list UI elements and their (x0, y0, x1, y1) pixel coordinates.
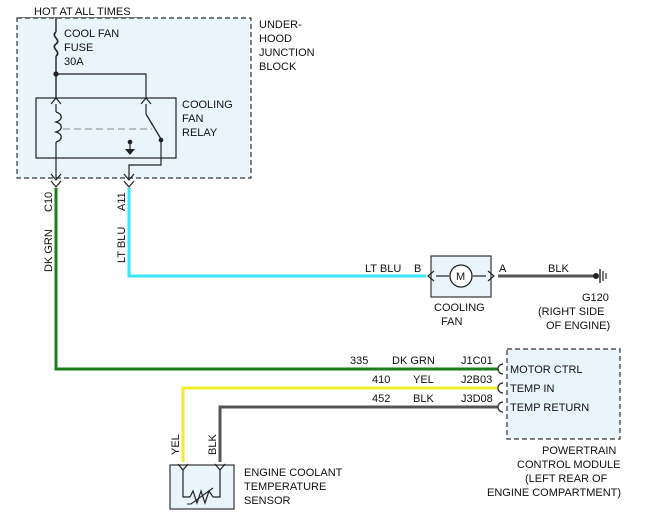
svg-text:CONTROL MODULE: CONTROL MODULE (517, 459, 621, 471)
sensor-label: ENGINE COOLANT TEMPERATURE SENSOR (244, 467, 343, 507)
blk-vertical-label: BLK (207, 434, 219, 455)
pcm-box (506, 348, 621, 440)
fan-pin-a: A (499, 263, 507, 275)
lt-blu-label: LT BLU (365, 263, 401, 275)
relay-label: COOLING FAN RELAY (182, 99, 233, 139)
svg-text:HOOD: HOOD (259, 33, 292, 45)
svg-text:(RIGHT SIDE: (RIGHT SIDE (538, 306, 604, 318)
relay-switch-out-line (128, 158, 162, 178)
svg-text:DK GRN: DK GRN (392, 355, 435, 367)
lt-blu-vertical-label: LT BLU (116, 227, 128, 263)
svg-text:POWERTRAIN: POWERTRAIN (542, 445, 616, 457)
svg-text:COOLING: COOLING (434, 302, 485, 314)
relay-switch-icon (125, 104, 164, 158)
svg-text:UNDER-: UNDER- (259, 19, 302, 31)
fan-pin-b: B (414, 263, 421, 275)
svg-text:RELAY: RELAY (182, 127, 218, 139)
svg-text:J2B03: J2B03 (461, 374, 492, 386)
svg-text:30A: 30A (64, 56, 84, 68)
dk-grn-wire (54, 188, 498, 371)
junction-block-label: UNDER- HOOD JUNCTION BLOCK (259, 19, 315, 73)
ground-icon (593, 269, 607, 283)
svg-text:COOLING: COOLING (182, 99, 233, 111)
svg-text:ENGINE COMPARTMENT): ENGINE COMPARTMENT) (487, 487, 621, 499)
svg-text:SENSOR: SENSOR (244, 495, 291, 507)
svg-text:TEMP RETURN: TEMP RETURN (510, 402, 589, 414)
fuse-to-relay-line (56, 73, 147, 99)
power-label: HOT AT ALL TIMES (34, 6, 131, 18)
svg-text:FAN: FAN (441, 316, 462, 328)
svg-text:TEMP IN: TEMP IN (510, 383, 554, 395)
lt-blu-wire (127, 188, 426, 278)
c10-connector-icon (50, 173, 62, 188)
dk-grn-label: DK GRN (43, 229, 55, 272)
circuit-452-labels: 452 BLK J3D08 (372, 393, 493, 405)
svg-text:FAN: FAN (182, 113, 203, 125)
relay-box (35, 97, 177, 159)
yel-wire (181, 386, 498, 462)
svg-text:410: 410 (372, 374, 390, 386)
relay-coil-icon (53, 104, 62, 158)
sensor-box (169, 464, 235, 510)
fuse-icon (53, 18, 59, 99)
svg-text:335: 335 (350, 355, 368, 367)
svg-text:YEL: YEL (413, 374, 434, 386)
pcm-connector-icon (497, 363, 504, 413)
circuit-410-labels: 410 YEL J2B03 (372, 374, 492, 386)
a11-connector-icon (123, 173, 135, 188)
blk-sensor-wire (218, 405, 498, 462)
ground-label: G120 (RIGHT SIDE OF ENGINE) (538, 292, 610, 332)
svg-text:452: 452 (372, 393, 390, 405)
svg-text:MOTOR CTRL: MOTOR CTRL (510, 364, 583, 376)
svg-text:(LEFT REAR OF: (LEFT REAR OF (525, 473, 608, 485)
svg-text:BLOCK: BLOCK (259, 61, 297, 73)
yel-vertical-label: YEL (170, 434, 182, 455)
svg-text:BLK: BLK (413, 393, 434, 405)
svg-text:J1C01: J1C01 (461, 355, 493, 367)
fan-connector-icon (427, 270, 495, 282)
cooling-fan-label: COOLING FAN (434, 302, 485, 328)
blk-ground-label: BLK (548, 263, 569, 275)
pin-c10-label: C10 (43, 192, 55, 212)
svg-text:J3D08: J3D08 (461, 393, 493, 405)
svg-text:ENGINE COOLANT: ENGINE COOLANT (244, 467, 343, 479)
pin-a11-label: A11 (116, 192, 128, 211)
svg-text:COOL FAN: COOL FAN (64, 28, 119, 40)
pcm-label: POWERTRAIN CONTROL MODULE (LEFT REAR OF … (487, 445, 621, 499)
relay-connector-icon (50, 97, 152, 105)
svg-text:OF ENGINE): OF ENGINE) (546, 320, 610, 332)
svg-text:JUNCTION: JUNCTION (259, 47, 315, 59)
fuse-label: COOL FAN FUSE 30A (64, 28, 119, 68)
svg-text:FUSE: FUSE (64, 42, 93, 54)
pcm-pin-names: MOTOR CTRL TEMP IN TEMP RETURN (510, 364, 589, 414)
motor-icon: M (436, 264, 486, 288)
thermistor-icon (182, 470, 221, 505)
svg-text:G120: G120 (582, 292, 609, 304)
circuit-335-labels: 335 DK GRN J1C01 (350, 355, 493, 367)
svg-text:TEMPERATURE: TEMPERATURE (244, 481, 326, 493)
motor-label: M (456, 271, 465, 283)
